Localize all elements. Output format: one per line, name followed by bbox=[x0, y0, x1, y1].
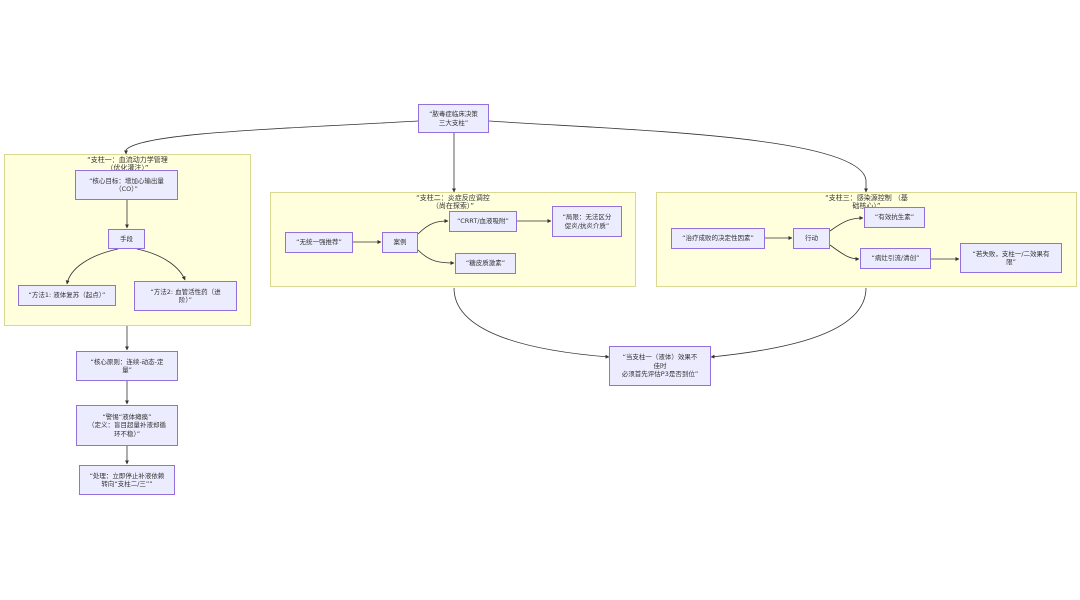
cluster-pillar-1-title: “支柱一：血流动力学管理 （优化灌注）” bbox=[87, 156, 168, 172]
node-warning: “警惕“液体瘫痪” （定义：盲目超量补液却循 环不稳）” bbox=[76, 405, 178, 446]
node-p2-steroid: “糖皮质激素” bbox=[455, 253, 516, 274]
edge-pillar2-convergence bbox=[453, 287, 610, 359]
edge-case-steroid bbox=[417, 249, 455, 265]
node-p3-fail: “若失败，支柱一/二效果有 限” bbox=[960, 243, 1062, 273]
node-p3-drainage: “病灶引流/清创” bbox=[860, 248, 931, 269]
node-p1-method1: “方法1: 液体复苏（起点）” bbox=[18, 285, 116, 306]
edge-means-method2 bbox=[136, 248, 186, 281]
node-root: “脓毒症临床决策 三大支柱” bbox=[418, 104, 489, 133]
node-p1-method2: “方法2: 血管活性药（进 阶）” bbox=[134, 281, 237, 311]
node-p2-case: 案例 bbox=[382, 232, 418, 253]
node-convergence: “当支柱一（液体）效果不 佳时 必须首先评估P3是否到位” bbox=[609, 346, 711, 386]
node-p1-means: 手段 bbox=[108, 229, 145, 249]
node-principle: “核心原则：连续-动态-定 量” bbox=[76, 351, 178, 381]
node-p2-crrt: “CRRT/血液吸附” bbox=[449, 211, 517, 232]
edge-action-drainage bbox=[829, 244, 860, 261]
edge-means-method1 bbox=[65, 248, 119, 285]
edge-pillar3-convergence bbox=[710, 287, 867, 359]
edge-case-crrt bbox=[417, 219, 449, 235]
node-handling: “处理：立即停止补液依赖 转向“支柱二/三”” bbox=[79, 465, 175, 495]
node-p3-decisive: “治疗成败的决定性因素” bbox=[671, 228, 765, 249]
node-p3-action: 行动 bbox=[793, 228, 830, 249]
node-p1-goal: “核心目标：增加心输出量 （CO）” bbox=[75, 170, 178, 200]
cluster-pillar-3-title: “支柱三：感染源控制 （基 础核心）” bbox=[825, 194, 908, 210]
edge-root-pillar1 bbox=[124, 120, 419, 155]
node-p3-antibiotic: “有效抗生素” bbox=[864, 207, 925, 228]
node-p2-limit: “局限：无法区分 促炎/抗炎介质” bbox=[552, 206, 622, 237]
edge-action-antibiotic bbox=[829, 216, 864, 232]
node-p2-no-rec: “无统一强推荐” bbox=[285, 232, 353, 253]
cluster-pillar-2-title: “支柱二：炎症反应调控 （尚在探索）” bbox=[416, 194, 490, 210]
edge-root-pillar3 bbox=[488, 120, 868, 193]
